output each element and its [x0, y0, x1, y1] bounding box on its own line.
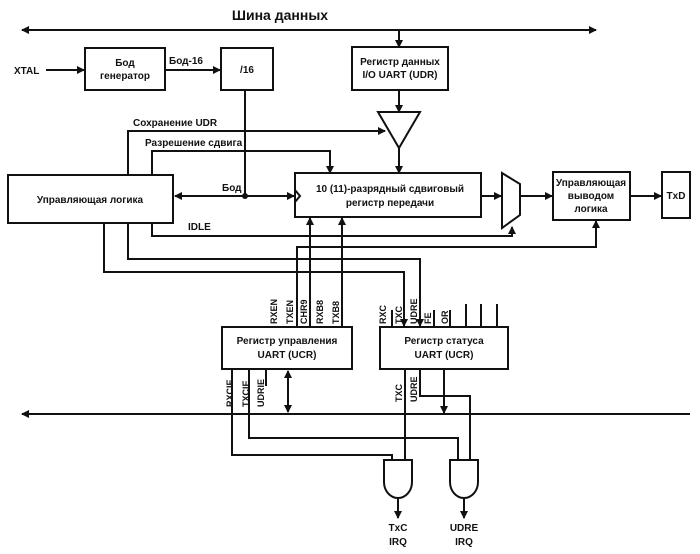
- usr-bit-rxc: RXC: [378, 304, 388, 324]
- ucr-bit-txen: TXEN: [285, 300, 295, 324]
- ucr-bit-udrie: UDRIE: [256, 379, 266, 407]
- txen-line: [296, 220, 600, 326]
- udr-box: [351, 46, 449, 91]
- save-udr-label: Сохранение UDR: [133, 118, 218, 129]
- ucr-line1: Регистр управления: [237, 336, 338, 347]
- out-logic-line1: Управляющая: [556, 178, 626, 189]
- idle-line: [151, 223, 516, 237]
- idle-label: IDLE: [188, 222, 211, 233]
- udr-line1: Регистр данных: [360, 57, 440, 68]
- ucr-bit-rxcie: RXCIE: [225, 379, 235, 407]
- usr-bit-fe: FE: [423, 312, 433, 324]
- and-gate-txc: [383, 459, 413, 499]
- usr-bit-udre: UDRE: [409, 298, 419, 324]
- baud-generator-box: [84, 47, 166, 91]
- udr-line2: I/O UART (UDR): [363, 70, 438, 81]
- ucr-bit-chr9: CHR9: [299, 299, 309, 324]
- txd-label: TxD: [667, 191, 686, 202]
- shift-register-box: [294, 172, 482, 218]
- shift-reg-line2: регистр передачи: [346, 198, 434, 209]
- control-logic-label: Управляющая логика: [37, 195, 144, 206]
- out-logic-line2: выводом: [568, 191, 614, 202]
- ucr-bit-rxen: RXEN: [269, 299, 279, 324]
- usr-bit-udre-out: UDRE: [409, 376, 419, 402]
- xtal-label: XTAL: [14, 66, 39, 77]
- div16-label: /16: [240, 65, 254, 76]
- txd-box: [661, 171, 691, 219]
- ucr-line2: UART (UCR): [258, 350, 317, 361]
- udre-out-line: [419, 369, 471, 460]
- udre-set-line: [127, 223, 424, 327]
- control-logic-box: [7, 174, 174, 224]
- usr-bit-or: OR: [440, 310, 450, 324]
- save-udr-line: [127, 127, 386, 175]
- txc-set-line: [103, 223, 408, 327]
- baud-gen-line2: генератор: [100, 71, 150, 82]
- usr-line1: Регистр статуса: [404, 336, 484, 347]
- udre-irq-line2: IRQ: [455, 537, 473, 548]
- and-gate-udre: [449, 459, 479, 499]
- txc-irq-line2: IRQ: [389, 537, 407, 548]
- udre-irq-line1: UDRE: [450, 523, 479, 534]
- ucr-box: [221, 326, 353, 370]
- txcie-line: [248, 369, 459, 460]
- mux: [501, 171, 521, 230]
- shift-reg-line1: 10 (11)-разрядный сдвиговый: [316, 184, 464, 195]
- baud-label: Бод: [222, 183, 242, 194]
- usr-box: [379, 326, 509, 370]
- baud-gen-line1: Бод: [115, 58, 135, 69]
- rxcie-line: [231, 369, 393, 460]
- ucr-bit-rxb8: RXB8: [315, 300, 325, 324]
- data-bus-label: Шина данных: [232, 7, 328, 23]
- usr-bit-txc: TXC: [394, 305, 404, 324]
- txc-irq-line1: TxC: [389, 523, 408, 534]
- div16-box: [220, 47, 274, 91]
- usr-bit-lines: [391, 304, 498, 327]
- buffer-triangle: [376, 111, 422, 150]
- shift-enable-line: [151, 150, 334, 175]
- usr-line2: UART (UCR): [415, 350, 474, 361]
- ucr-bit-txb8: TXB8: [331, 301, 341, 324]
- shift-enable-label: Разрешение сдвига: [145, 138, 243, 149]
- usr-bit-txc-out: TXC: [394, 383, 404, 402]
- baud16-label: Бод-16: [169, 56, 203, 67]
- clock-input-icon: [294, 189, 302, 203]
- ucr-bit-txcie: TXCIE: [241, 380, 251, 407]
- out-logic-line3: логика: [574, 204, 608, 215]
